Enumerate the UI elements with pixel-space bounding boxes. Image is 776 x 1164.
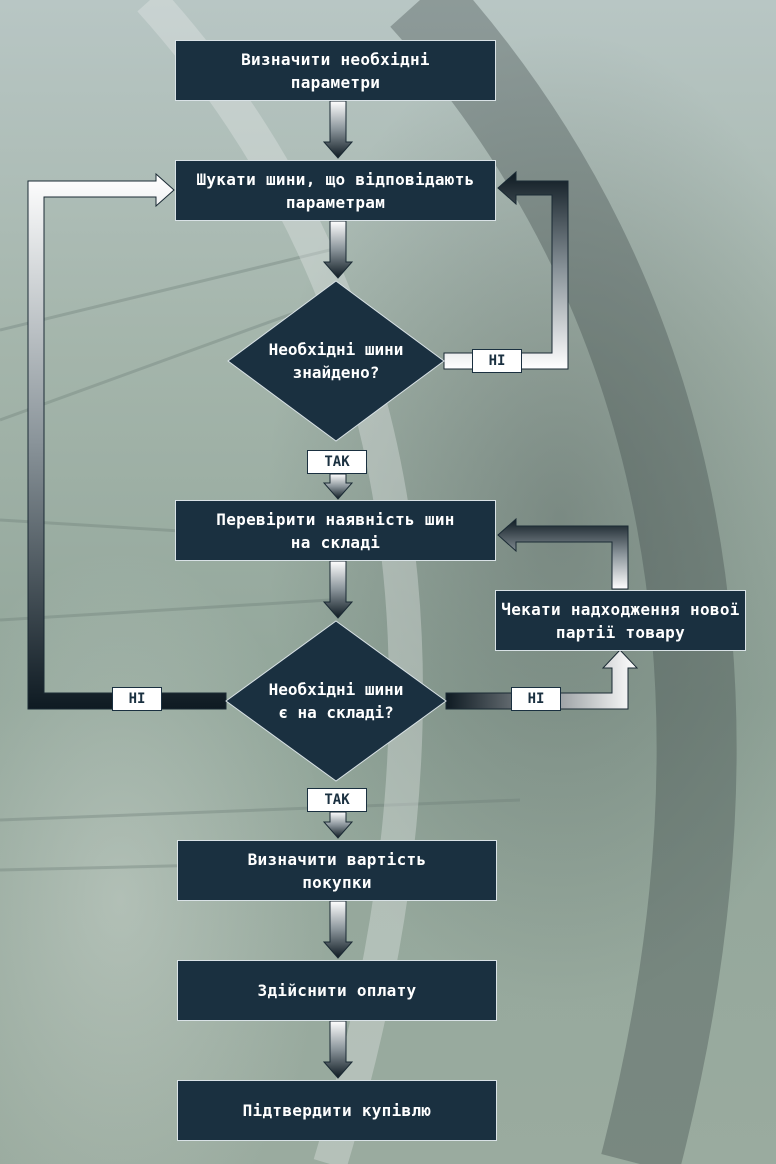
- step-wait-shipment-label: Чекати надходження нової партії товару: [501, 599, 740, 642]
- loop-not-in-stock-left: [27, 172, 227, 710]
- step-check-stock: Перевірити наявність шин на складі: [175, 500, 496, 561]
- step-calc-cost-label: Визначити вартість покупки: [247, 849, 427, 892]
- loop-wait-to-check: [497, 517, 629, 590]
- label-no-found: НІ: [472, 349, 522, 373]
- step-search-tires: Шукати шини, що відповідають параметрам: [175, 160, 496, 221]
- flow-arrows: [27, 100, 639, 1079]
- arrow-2-3: [322, 220, 354, 279]
- arrow-3-4: [322, 473, 354, 500]
- step-define-params: Визначити необхідні параметри: [175, 40, 496, 101]
- arrow-6-7: [322, 900, 354, 959]
- decision-found-text: Необхідні шини знайдено?: [268, 340, 404, 382]
- arrow-5-6: [322, 811, 354, 839]
- label-yes-found: ТАК: [307, 450, 367, 474]
- step-confirm: Підтвердити купівлю: [177, 1080, 497, 1141]
- step-check-stock-label: Перевірити наявність шин на складі: [216, 509, 455, 552]
- step-confirm-label: Підтвердити купівлю: [242, 1101, 432, 1120]
- label-yes-stock: ТАК: [307, 788, 367, 812]
- decision-in-stock-text: Необхідні шини є на складі?: [268, 680, 404, 722]
- step-define-params-label: Визначити необхідні параметри: [241, 49, 430, 92]
- step-wait-shipment: Чекати надходження нової партії товару: [495, 590, 746, 651]
- decision-in-stock-diamond: [225, 620, 447, 782]
- step-calc-cost: Визначити вартість покупки: [177, 840, 497, 901]
- arrow-1-2: [322, 100, 354, 159]
- step-pay: Здійснити оплату: [177, 960, 497, 1021]
- arrow-4-5: [322, 560, 354, 619]
- label-no-stock-right: НІ: [511, 687, 561, 711]
- tire-tread-decoration: [390, 0, 737, 1164]
- decision-found-diamond: [227, 280, 445, 442]
- step-search-tires-label: Шукати шини, що відповідають параметрам: [196, 169, 475, 212]
- step-pay-label: Здійснити оплату: [257, 981, 417, 1000]
- loop-not-found: [443, 170, 569, 370]
- arrow-7-8: [322, 1020, 354, 1079]
- label-no-stock-left: НІ: [112, 687, 162, 711]
